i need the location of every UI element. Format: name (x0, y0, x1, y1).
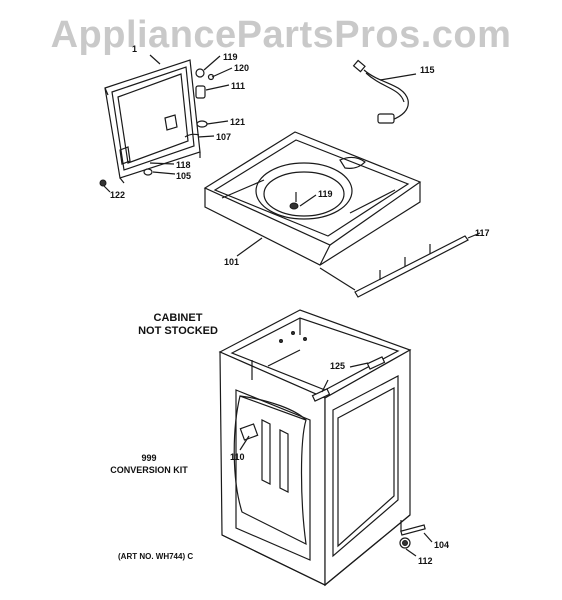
part-label-121: 121 (230, 117, 246, 127)
part-label-120: 120 (234, 63, 250, 73)
part-label-117: 117 (475, 228, 490, 238)
part-label-107: 107 (216, 132, 232, 142)
cabinet-caption-line1: CABINET (153, 312, 203, 324)
part-label-112: 112 (418, 556, 433, 566)
part-label-115: 115 (420, 65, 435, 75)
part-label-119-cover: 119 (318, 189, 333, 199)
cover-leader-lines (236, 237, 263, 257)
part-label-122: 122 (110, 190, 126, 200)
wire-harness (352, 59, 417, 124)
lid-leader-lines (103, 54, 233, 193)
part-label-125: 125 (330, 361, 346, 371)
part-label-110: 110 (230, 452, 245, 462)
part-label-104: 104 (434, 540, 450, 550)
lid-small-parts (99, 68, 215, 187)
conversion-kit-name: CONVERSION KIT (110, 465, 188, 475)
rail-bracket (319, 232, 481, 298)
part-label-118: 118 (176, 160, 191, 170)
cabinet-caption: CABINET NOT STOCKED (118, 312, 238, 338)
cabinet-caption-line2: NOT STOCKED (138, 325, 218, 337)
top-cover (203, 131, 422, 266)
conversion-kit-number: 999 (141, 453, 157, 463)
conversion-kit-caption: 999 CONVERSION KIT (104, 452, 194, 476)
watermark-logo: AppliancePartsPros.com (50, 14, 512, 56)
cabinet-body (218, 309, 412, 587)
lid-assembly (104, 59, 201, 184)
part-label-1xx: 1 (132, 44, 138, 54)
part-label-111: 111 (231, 81, 246, 91)
art-number: (ART NO. WH744) C (118, 552, 194, 561)
cabinet-leader-lines (239, 435, 250, 451)
part-label-105: 105 (176, 171, 192, 181)
part-label-119-lid: 119 (223, 52, 238, 62)
leveling-leg (399, 520, 433, 557)
part-label-101: 101 (224, 257, 240, 267)
